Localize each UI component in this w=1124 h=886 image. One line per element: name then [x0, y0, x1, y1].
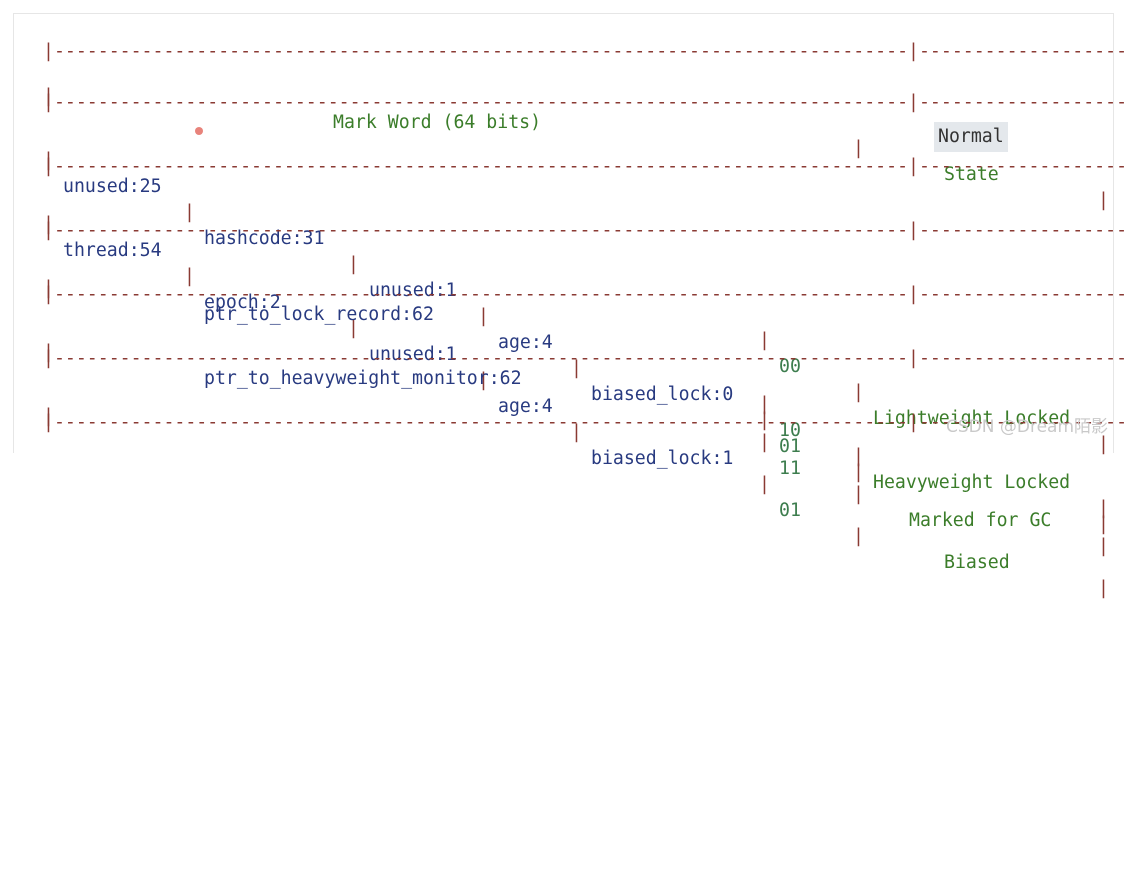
row-normal: | unused:25 | hashcode:31 | unused:1 | a… [43, 122, 109, 148]
separator-line: |---------------------------------------… [43, 282, 1124, 308]
text-cursor-marker [195, 127, 203, 135]
code-block: |---------------------------------------… [13, 13, 1114, 453]
separator-line: |---------------------------------------… [43, 218, 1124, 244]
field-biased-lock-0: biased_lock:0 [591, 382, 733, 408]
separator-line: |---------------------------------------… [43, 39, 1124, 65]
lock-bits: 01 [779, 498, 801, 524]
state-normal: Normal [934, 122, 1008, 152]
header-row: | Mark Word (64 bits) | State | [43, 58, 109, 84]
row-gc: | | 11 | Marked for GC | [43, 378, 109, 404]
lock-bits: 11 [779, 456, 801, 482]
separator-line: |---------------------------------------… [43, 90, 1124, 116]
row-lightweight: | ptr_to_lock_record:62 | 00 | Lightweig… [43, 250, 109, 276]
state-marked-for-gc: Marked for GC [909, 508, 1051, 534]
state-heavyweight: Heavyweight Locked [873, 470, 1070, 496]
separator-line: |---------------------------------------… [43, 154, 1124, 180]
separator-line: |---------------------------------------… [43, 346, 1124, 372]
state-biased: Biased [944, 550, 1010, 576]
row-biased: | thread:54 | epoch:2 | unused:1 | age:4… [43, 186, 109, 212]
watermark: CSDN @Dream陌影 [946, 412, 1108, 437]
field-biased-lock-1: biased_lock:1 [591, 446, 733, 472]
row-heavyweight: | ptr_to_heavyweight_monitor:62 | 10 | H… [43, 314, 109, 340]
mark-word-table: |---------------------------------------… [14, 14, 58, 886]
